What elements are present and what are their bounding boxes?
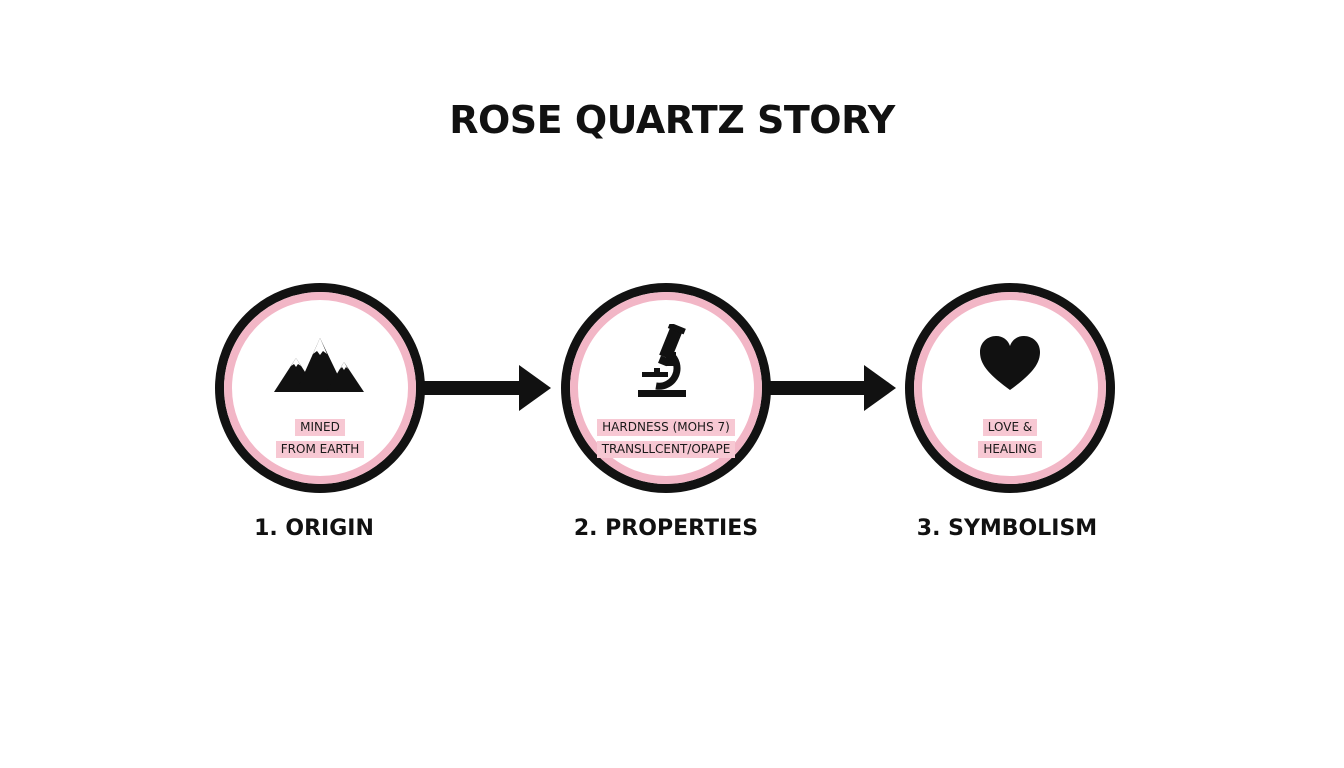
step-origin-tags: MINED FROM EARTH	[224, 416, 416, 460]
diagram-title: ROSE QUARTZ STORY	[449, 98, 895, 142]
step-symbolism-circle: LOVE & HEALING	[905, 283, 1115, 493]
step-origin-label: 1. ORIGIN	[254, 516, 374, 541]
step-origin-ring	[224, 292, 416, 484]
mountain-icon	[274, 338, 364, 392]
step-properties-tag: TRANSLLCENT/OPAPE	[596, 441, 736, 458]
arrow-right-icon	[766, 365, 896, 411]
heart-icon	[980, 336, 1040, 390]
step-origin-circle: MINED FROM EARTH	[215, 283, 425, 493]
step-origin-tag: MINED	[295, 419, 345, 436]
step-properties-circle: HARDNESS (MOHS 7) TRANSLLCENT/OPAPE	[561, 283, 771, 493]
step-properties-tag: HARDNESS (MOHS 7)	[597, 419, 735, 436]
step-symbolism-label: 3. SYMBOLISM	[916, 516, 1098, 541]
step-properties-tags: HARDNESS (MOHS 7) TRANSLLCENT/OPAPE	[570, 416, 762, 460]
microscope-icon	[638, 324, 686, 397]
step-symbolism-tags: LOVE & HEALING	[914, 416, 1106, 460]
step-symbolism-tag: LOVE &	[982, 419, 1038, 436]
arrow-right-icon	[421, 365, 551, 411]
step-symbolism-ring	[914, 292, 1106, 484]
step-properties-ring	[570, 292, 762, 484]
step-symbolism-tag: HEALING	[978, 441, 1042, 458]
step-origin-tag: FROM EARTH	[275, 441, 365, 458]
step-properties-label: 2. PROPERTIES	[573, 516, 759, 541]
